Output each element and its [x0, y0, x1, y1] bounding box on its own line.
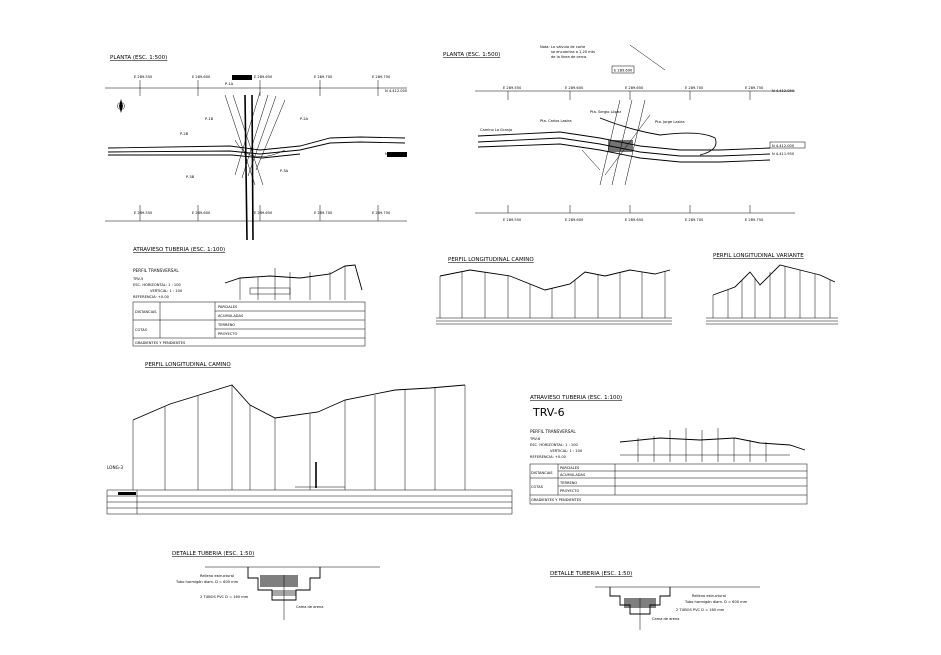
perfil-camino-large-title: PERFIL LONGITUDINAL CAMINO	[145, 362, 231, 368]
atravieso-1-meta-4: REFERENCIA: +0.00	[133, 295, 170, 299]
a2-row-4: PROYECTO	[560, 489, 579, 493]
tag-p1a: P-1A	[225, 82, 234, 86]
r-grid-bottom-5: E 289.750	[745, 218, 764, 222]
d2-note-2: Tubo hormigón diam. D = 600 mm	[684, 600, 748, 604]
grid-top-4: E 289.700	[314, 75, 333, 79]
r-grid-top-5: E 289.750	[745, 86, 764, 90]
tag-p3b: P-3B	[186, 175, 195, 179]
atravieso-1: ATRAVIESO TUBERIA (ESC. 1:100) PERFIL TR…	[132, 247, 366, 347]
d2-note-4: Cama de arena	[652, 617, 679, 621]
perfil-variante: PERFIL LONGITUDINAL VARIANTE	[706, 253, 838, 325]
r-grid-top-4: E 289.700	[685, 86, 704, 90]
grid-bottom-2: E 289.600	[192, 211, 211, 215]
a2-row-1: PARCIALES	[560, 466, 580, 470]
atravieso-2: ATRAVIESO TUBERIA (ESC. 1:100) TRV-6 PER…	[529, 395, 808, 505]
a2-group-1: DISTANCIAS	[531, 471, 553, 475]
r-grid-top-1: E 289.550	[503, 86, 522, 90]
d2-note-3: 2 TUBOS PVC D = 160 mm	[676, 608, 725, 612]
detalle-2: DETALLE TUBERIA (ESC. 1:50) Relleno estr…	[550, 571, 760, 630]
atravieso-2-meta-1: TRV-6	[529, 437, 541, 441]
a1-group-1: DISTANCIAS	[135, 310, 157, 314]
north-label-1: N 4.412.050	[385, 89, 408, 93]
perfil-camino-large-tag: LONG-3	[107, 465, 123, 470]
road-label-4: Pta. Jorge Lastra	[655, 120, 685, 124]
d1-note-3: 2 TUBOS PVC D = 160 mm	[200, 595, 249, 599]
r-north-2: N 4.412.000	[772, 144, 795, 148]
a2-row-2: ACUMULADAS	[560, 473, 586, 477]
d2-note-1: Relleno estructural	[692, 594, 726, 598]
r-grid-top-3: E 289.650	[625, 86, 644, 90]
r-grid-bottom-3: E 289.650	[625, 218, 644, 222]
r-grid-bottom-2: E 289.600	[565, 218, 584, 222]
box-label-frame	[611, 65, 635, 74]
grid-bottom-3: E 289.650	[254, 211, 273, 215]
a1-row-2: ACUMULADAS	[218, 314, 244, 318]
detalle-1: DETALLE TUBERIA (ESC. 1:50) Relleno estr…	[172, 551, 380, 620]
atravieso-2-meta-2: ESC. HORIZONTAL: 1 : 100	[530, 443, 578, 447]
grid-bottom-1: E 289.550	[134, 211, 153, 215]
a1-row-1: PARCIALES	[218, 305, 238, 309]
grid-top-3: E 289.650	[254, 75, 273, 79]
atravieso-1-meta-3: VERTICAL: 1 : 100	[150, 289, 183, 293]
atravieso-2-title: ATRAVIESO TUBERIA (ESC. 1:100)	[530, 395, 622, 401]
a1-row-3: TERRENO	[217, 323, 235, 327]
tag-p2b: P-2B	[180, 132, 189, 136]
r-north-1: N 4.412.050	[772, 89, 795, 93]
atravieso-2-meta-3: VERTICAL: 1 : 100	[550, 449, 583, 453]
a1-row-5: GRADIENTES Y PENDIENTES	[135, 341, 186, 345]
detalle-1-title: DETALLE TUBERIA (ESC. 1:50)	[172, 551, 254, 557]
atravieso-1-meta-1: TRV-5	[132, 277, 143, 281]
a1-group-2: COTAS	[135, 328, 148, 332]
perfil-camino-small: PERFIL LONGITUDINAL CAMINO	[436, 257, 672, 325]
planta-left-marker	[232, 75, 252, 80]
grid-bottom-4: E 289.700	[314, 211, 333, 215]
atravieso-2-code: TRV-6	[532, 406, 565, 419]
atravieso-1-subtitle: PERFIL TRANSVERSAL	[133, 268, 179, 273]
atravieso-1-meta-2: ESC. HORIZONTAL: 1 : 100	[133, 283, 181, 287]
a2-group-2: COTAS	[531, 485, 544, 489]
r-grid-bottom-4: E 289.700	[685, 218, 704, 222]
d1-note-1: Relleno estructural	[200, 574, 234, 578]
note-line-2: se encuentra a 1,20 mts	[551, 50, 595, 54]
perfil-camino-small-title: PERFIL LONGITUDINAL CAMINO	[448, 257, 534, 263]
road-label-3: Pta. Sergio López	[590, 110, 621, 114]
north-arrow-icon	[117, 99, 125, 113]
r-grid-bottom-1: E 289.550	[503, 218, 522, 222]
planta-left: PLANTA (ESC. 1:500) E 289.550 E 289.600 …	[105, 55, 408, 241]
tag-p3a: P-3A	[280, 169, 289, 173]
r-north-3: N 4.411.950	[772, 152, 795, 156]
note-line-1: Nota: La válvula de corte	[540, 45, 586, 49]
road-label-2: Pta. Carlos Lastra	[540, 119, 572, 123]
detalle-2-title: DETALLE TUBERIA (ESC. 1:50)	[550, 571, 632, 577]
a2-row-5: GRADIENTES Y PENDIENTES	[531, 498, 582, 502]
grid-bottom-5: E 289.750	[372, 211, 391, 215]
perfil-camino-large: PERFIL LONGITUDINAL CAMINO LONG-3	[106, 362, 513, 515]
perfil-variante-title: PERFIL LONGITUDINAL VARIANTE	[713, 253, 804, 259]
tag-p2a: P-2A	[300, 117, 309, 121]
planta-right: PLANTA (ESC. 1:500) Nota: La válvula de …	[443, 44, 806, 222]
grid-top-5: E 289.750	[372, 75, 391, 79]
a1-row-4: PROYECTO	[218, 332, 237, 336]
note-line-3: de la línea de cerca.	[551, 55, 587, 59]
atravieso-2-subtitle: PERFIL TRANSVERSAL	[530, 429, 576, 434]
road-label-1: Camino La Granja	[480, 128, 512, 132]
box-label: E 289.690	[614, 69, 633, 73]
atravieso-1-title: ATRAVIESO TUBERIA (ESC. 1:100)	[133, 247, 225, 253]
d1-note-2: Tubo hormigón diam. D = 600 mm	[175, 580, 239, 584]
planta-right-title: PLANTA (ESC. 1:500)	[443, 52, 500, 58]
atravieso-2-meta-4: REFERENCIA: +0.00	[530, 455, 567, 459]
tag-p1b: P-1B	[205, 117, 214, 121]
planta-left-title: PLANTA (ESC. 1:500)	[110, 55, 167, 61]
grid-top-2: E 289.600	[192, 75, 211, 79]
a2-row-3: TERRENO	[559, 481, 577, 485]
r-grid-top-2: E 289.600	[565, 86, 584, 90]
grid-top-1: E 289.550	[134, 75, 153, 79]
d1-note-4: Cama de arena	[296, 605, 323, 609]
